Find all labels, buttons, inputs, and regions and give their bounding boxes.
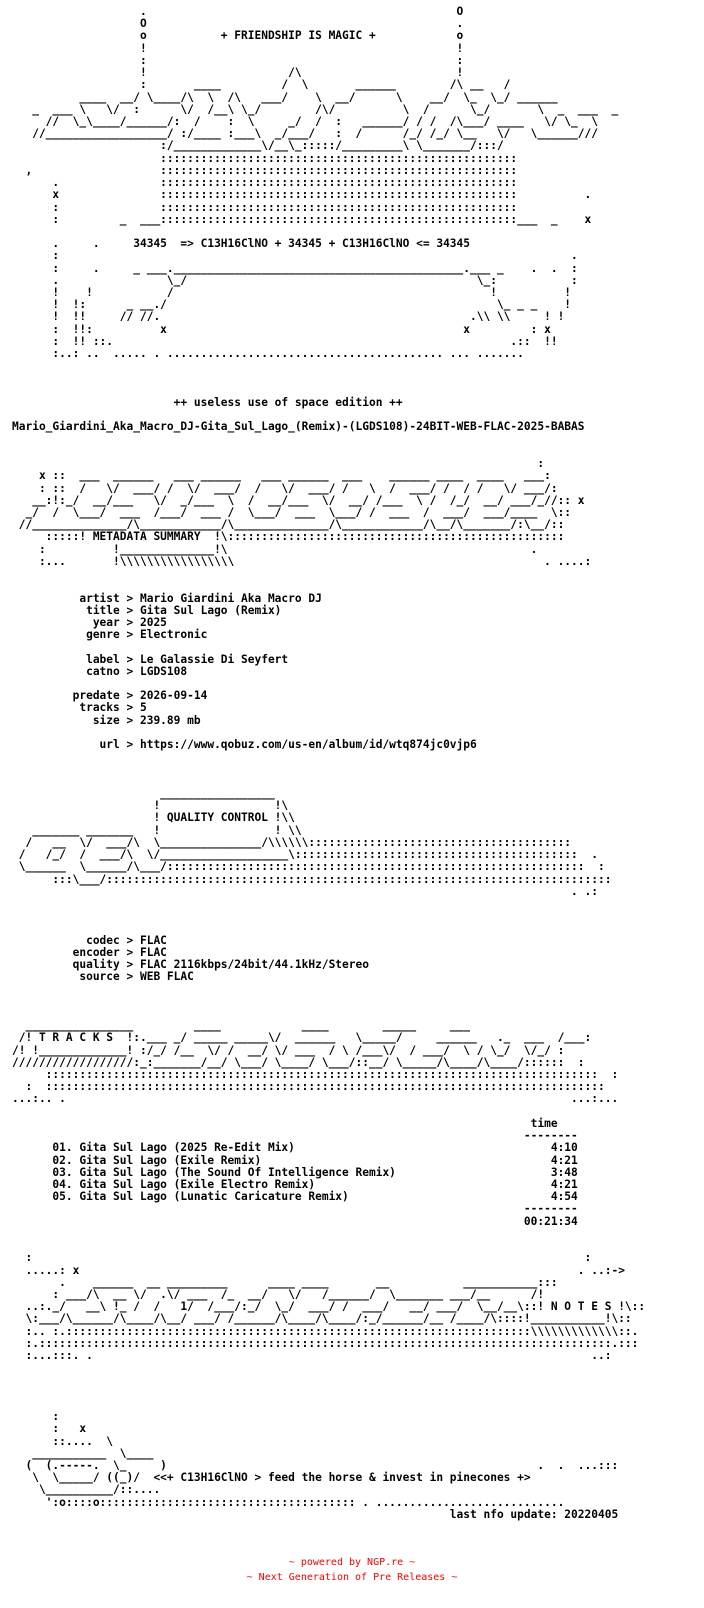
- footer: ~ powered by NGP.re ~ ~ Next Generation …: [0, 1555, 704, 1585]
- nfo-ascii-document: . O O . o + FRIENDSHIP IS MAGIC + o: [12, 5, 646, 1521]
- footer-powered-by: ~ powered by NGP.re ~: [288, 1557, 416, 1568]
- footer-tagline: ~ Next Generation of Pre Releases ~: [246, 1572, 458, 1583]
